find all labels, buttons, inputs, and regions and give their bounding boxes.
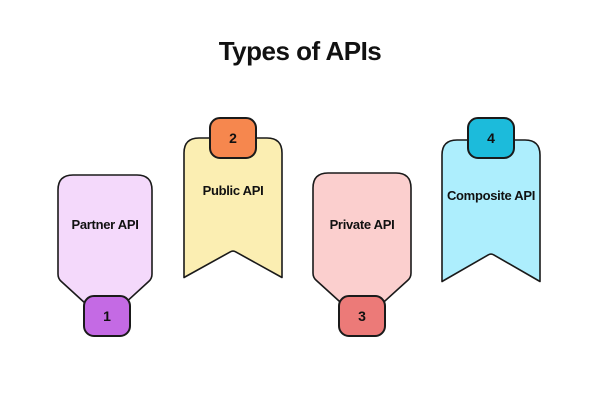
badge-number: 3	[358, 308, 366, 324]
badge-number: 1	[103, 308, 111, 324]
banner-ribbon	[312, 172, 412, 322]
page-title: Types of APIs	[218, 36, 382, 66]
api-card-label: Partner API	[71, 216, 139, 232]
banner-point-down-shape	[312, 172, 412, 337]
api-card-label: Public API	[202, 182, 264, 198]
badge-number: 2	[229, 130, 237, 146]
badge-number: 4	[487, 130, 495, 146]
banner-bookmark-shape	[183, 117, 283, 279]
number-badge	[338, 295, 386, 337]
banner-point-down-shape	[57, 174, 153, 337]
banner-bookmark-shape	[441, 117, 541, 283]
api-card-partner: Partner API 1	[57, 174, 153, 338]
banner-ribbon	[441, 139, 541, 283]
api-card-public: Public API 2	[183, 117, 283, 283]
number-badge	[83, 295, 131, 337]
api-card-composite: Composite API 4	[441, 117, 541, 285]
banner-ribbon	[57, 174, 153, 321]
number-badge	[467, 117, 515, 159]
api-card-private: Private API 3	[312, 172, 412, 338]
number-badge	[209, 117, 257, 159]
api-card-label: Composite API	[446, 187, 536, 203]
api-card-label: Private API	[329, 216, 395, 232]
banner-ribbon	[183, 137, 283, 279]
